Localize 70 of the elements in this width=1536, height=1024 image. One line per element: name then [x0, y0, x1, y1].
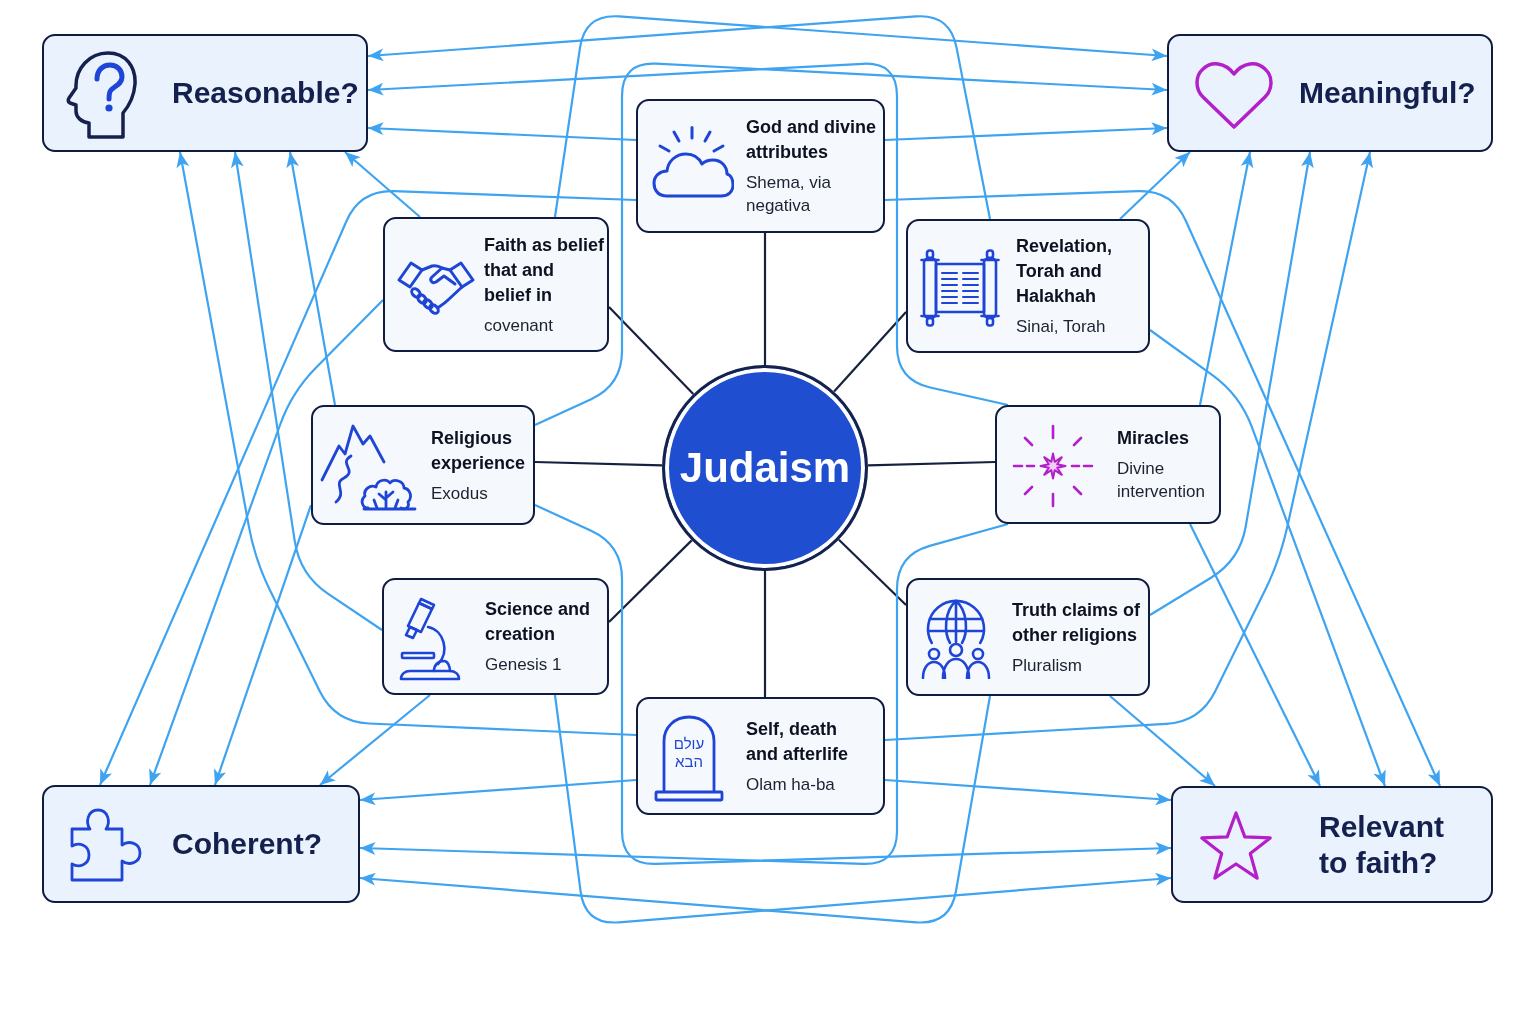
arrow	[286, 151, 337, 406]
topic-box	[382, 578, 609, 695]
arrow	[534, 504, 1172, 865]
topic-box	[995, 405, 1221, 524]
question-box	[1167, 34, 1493, 152]
topic-note: Pluralism	[1012, 654, 1082, 677]
arrow	[534, 62, 1168, 426]
connector-line	[608, 539, 693, 623]
arrow	[176, 151, 637, 737]
topic-note: Olam ha-ba	[746, 773, 835, 796]
arrow	[1198, 151, 1254, 406]
question-title: Relevant to faith?	[1319, 808, 1446, 881]
topic-title: Self, death and afterlife	[746, 717, 850, 766]
question-box	[42, 785, 360, 903]
arrow	[553, 694, 1172, 924]
topic-box	[383, 217, 609, 352]
topic-note: Genesis 1	[485, 654, 562, 676]
topic-title: Miracles	[1117, 427, 1190, 450]
topic-note: Sinai, Torah	[1016, 316, 1106, 338]
question-title: Coherent?	[172, 826, 322, 862]
arrow	[344, 151, 421, 218]
topic-title: God and divine attributes	[746, 116, 877, 164]
connector-line	[608, 306, 695, 395]
arrow	[367, 62, 1009, 407]
connector-line	[534, 460, 663, 467]
topic-title: Truth claims of other religions	[1012, 598, 1142, 647]
arrow	[231, 151, 383, 631]
arrow	[359, 778, 637, 806]
arrow	[1119, 151, 1191, 220]
inscription-text: עולם הבא	[672, 735, 706, 771]
arrow	[213, 504, 313, 786]
arrow	[1149, 329, 1387, 787]
connector-line	[838, 539, 907, 606]
arrow	[884, 122, 1168, 142]
arrow	[1189, 523, 1321, 787]
arrow	[367, 15, 992, 220]
topic-box	[311, 405, 535, 525]
question-box	[1171, 786, 1493, 903]
center-label: Judaism	[679, 443, 851, 493]
arrow	[367, 122, 637, 142]
topic-box	[906, 219, 1150, 353]
topic-note: Divine intervention	[1117, 458, 1206, 503]
arrow	[1149, 151, 1314, 616]
question-box	[42, 34, 368, 152]
topic-title: Science and creation	[485, 598, 592, 646]
connector-line	[867, 460, 996, 467]
topic-title: Religious experience	[431, 426, 527, 475]
topic-title: Revelation, Torah and Halakhah	[1016, 235, 1114, 308]
arrow	[884, 151, 1373, 742]
topic-box	[636, 697, 885, 815]
connector-line	[833, 311, 907, 393]
arrow	[1109, 695, 1216, 787]
arrow	[359, 522, 1009, 865]
topic-title: Faith as belief that and belief in	[484, 233, 606, 307]
connector-line	[763, 571, 767, 697]
arrow	[553, 15, 1168, 218]
arrow	[319, 694, 431, 786]
question-title: Reasonable?	[172, 75, 359, 111]
arrow	[359, 695, 992, 924]
arrow	[99, 190, 637, 786]
topic-note: covenant	[484, 314, 553, 337]
question-title: Meaningful?	[1299, 75, 1476, 111]
topic-box	[906, 578, 1150, 696]
arrow	[884, 190, 1441, 787]
topic-note: Shema, via negativa	[746, 172, 833, 217]
arrow	[884, 778, 1172, 806]
topic-box	[636, 99, 885, 233]
topic-note: Exodus	[431, 482, 488, 505]
connector-line	[763, 233, 767, 365]
arrow	[148, 299, 384, 786]
